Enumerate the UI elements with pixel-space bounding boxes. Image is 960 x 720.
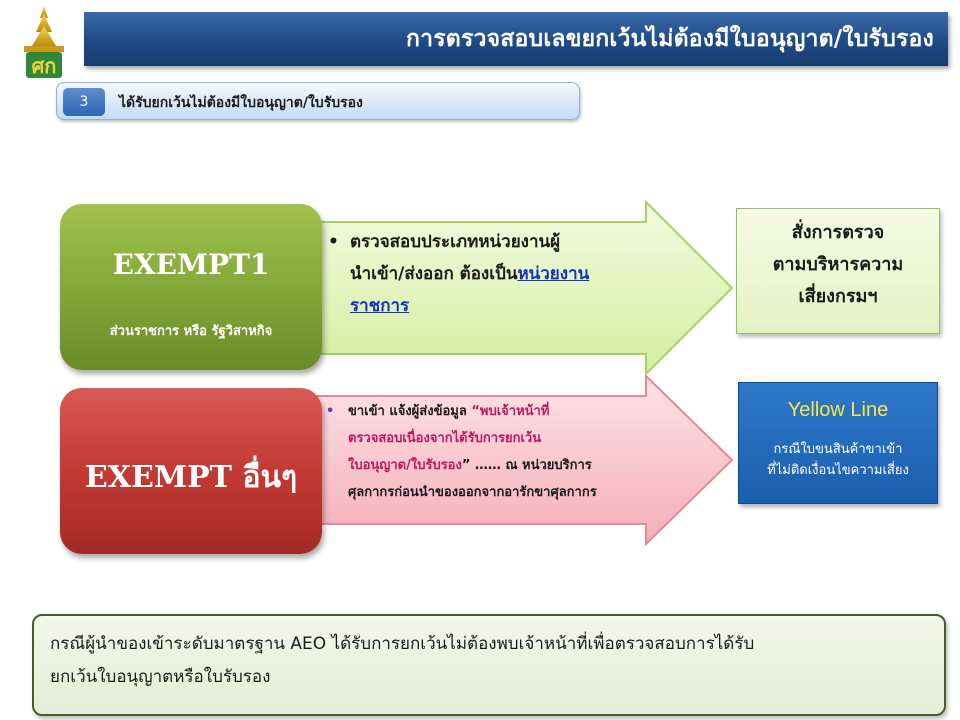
svg-text:ศก: ศก — [32, 54, 57, 78]
yellow-line-title: Yellow Line — [787, 399, 889, 421]
bullet-marker: • — [328, 232, 339, 252]
yellow-line-box: Yellow Line กรณีใบขนสินค้าขาเข้า ที่ไม่ต… — [738, 382, 938, 504]
exempt-other-title: EXEMPT อื่นๆ — [84, 460, 298, 495]
government-agency-link[interactable]: หน่วยงาน — [517, 264, 590, 284]
aeo-note: กรณีผู้นำของเข้าระดับมาตรฐาน AEO ได้รับก… — [32, 614, 946, 716]
aeo-note-line2: ยกเว้นใบอนุญาตหรือใบรับรอง — [50, 667, 271, 687]
page-title: การตรวจสอบเลขยกเว้นไม่ต้องมีใบอนุญาต/ใบร… — [406, 26, 934, 52]
exempt-other-box: EXEMPT อื่นๆ — [60, 388, 322, 554]
title-bar: การตรวจสอบเลขยกเว้นไม่ต้องมีใบอนุญาต/ใบร… — [84, 12, 948, 66]
risk-inspection-line1: สั่งการตรวจ — [791, 222, 885, 243]
exempt-other-line2: ตรวจสอบเนื่องจากได้รับการยกเว้น — [348, 431, 542, 446]
yellow-line-desc-line1: กรณีใบขนสินค้าขาเข้า — [773, 442, 903, 457]
exempt-other-line1: ขาเข้า แจ้งผู้ส่งข้อมูล — [348, 404, 472, 419]
step-header: 3 ได้รับยกเว้นไม่ต้องมีใบอนุญาต/ใบรับรอง — [56, 82, 580, 120]
risk-inspection-line2: ตามบริหารความ — [772, 254, 904, 275]
exempt-other-description: •ขาเข้า แจ้งผู้ส่งข้อมูล “พบเจ้าหน้าที่ … — [326, 398, 686, 506]
exempt-other-arrow — [301, 374, 734, 547]
exempt-other-line1-highlight: “พบเจ้าหน้าที่ — [471, 404, 550, 419]
exempt1-line2: นำเข้า/ส่งออก ต้องเป็น — [350, 264, 518, 284]
step-number-badge: 3 — [63, 88, 105, 116]
exempt1-arrow — [301, 200, 734, 377]
customs-crest-icon: ศก — [24, 6, 64, 78]
government-agency-link-cont[interactable]: ราชการ — [350, 296, 410, 316]
exempt-other-line3: ” …… ณ หน่วยบริการ — [461, 458, 592, 473]
exempt1-line1: ตรวจสอบประเภทหน่วยงานผู้ — [350, 232, 561, 252]
exempt1-subtitle: ส่วนราชการ หรือ รัฐวิสาหกิจ — [109, 324, 273, 339]
risk-inspection-line3: เสี่ยงกรมฯ — [798, 286, 878, 307]
yellow-line-description: กรณีใบขนสินค้าขาเข้า ที่ไม่ติดเงื่อนไขคว… — [739, 439, 937, 481]
exempt1-title: EXEMPT1 — [112, 248, 270, 281]
exempt1-description: • ตรวจสอบประเภทหน่วยงานผู้ นำเข้า/ส่งออก … — [328, 226, 648, 322]
exempt-other-line4: ศุลกากรก่อนนำของออกจากอารักขาศุลกากร — [348, 485, 597, 500]
aeo-note-line1: กรณีผู้นำของเข้าระดับมาตรฐาน AEO ได้รับก… — [50, 634, 755, 654]
exempt1-box: EXEMPT1 ส่วนราชการ หรือ รัฐวิสาหกิจ — [60, 204, 322, 370]
step-label: ได้รับยกเว้นไม่ต้องมีใบอนุญาต/ใบรับรอง — [119, 95, 363, 111]
bullet-marker: • — [326, 404, 335, 419]
exempt-other-line3-highlight: ใบอนุญาต/ใบรับรอง — [348, 458, 462, 473]
yellow-line-desc-line2: ที่ไม่ติดเงื่อนไขความเสี่ยง — [767, 463, 909, 478]
risk-inspection-box: สั่งการตรวจ ตามบริหารความ เสี่ยงกรมฯ — [736, 208, 940, 334]
